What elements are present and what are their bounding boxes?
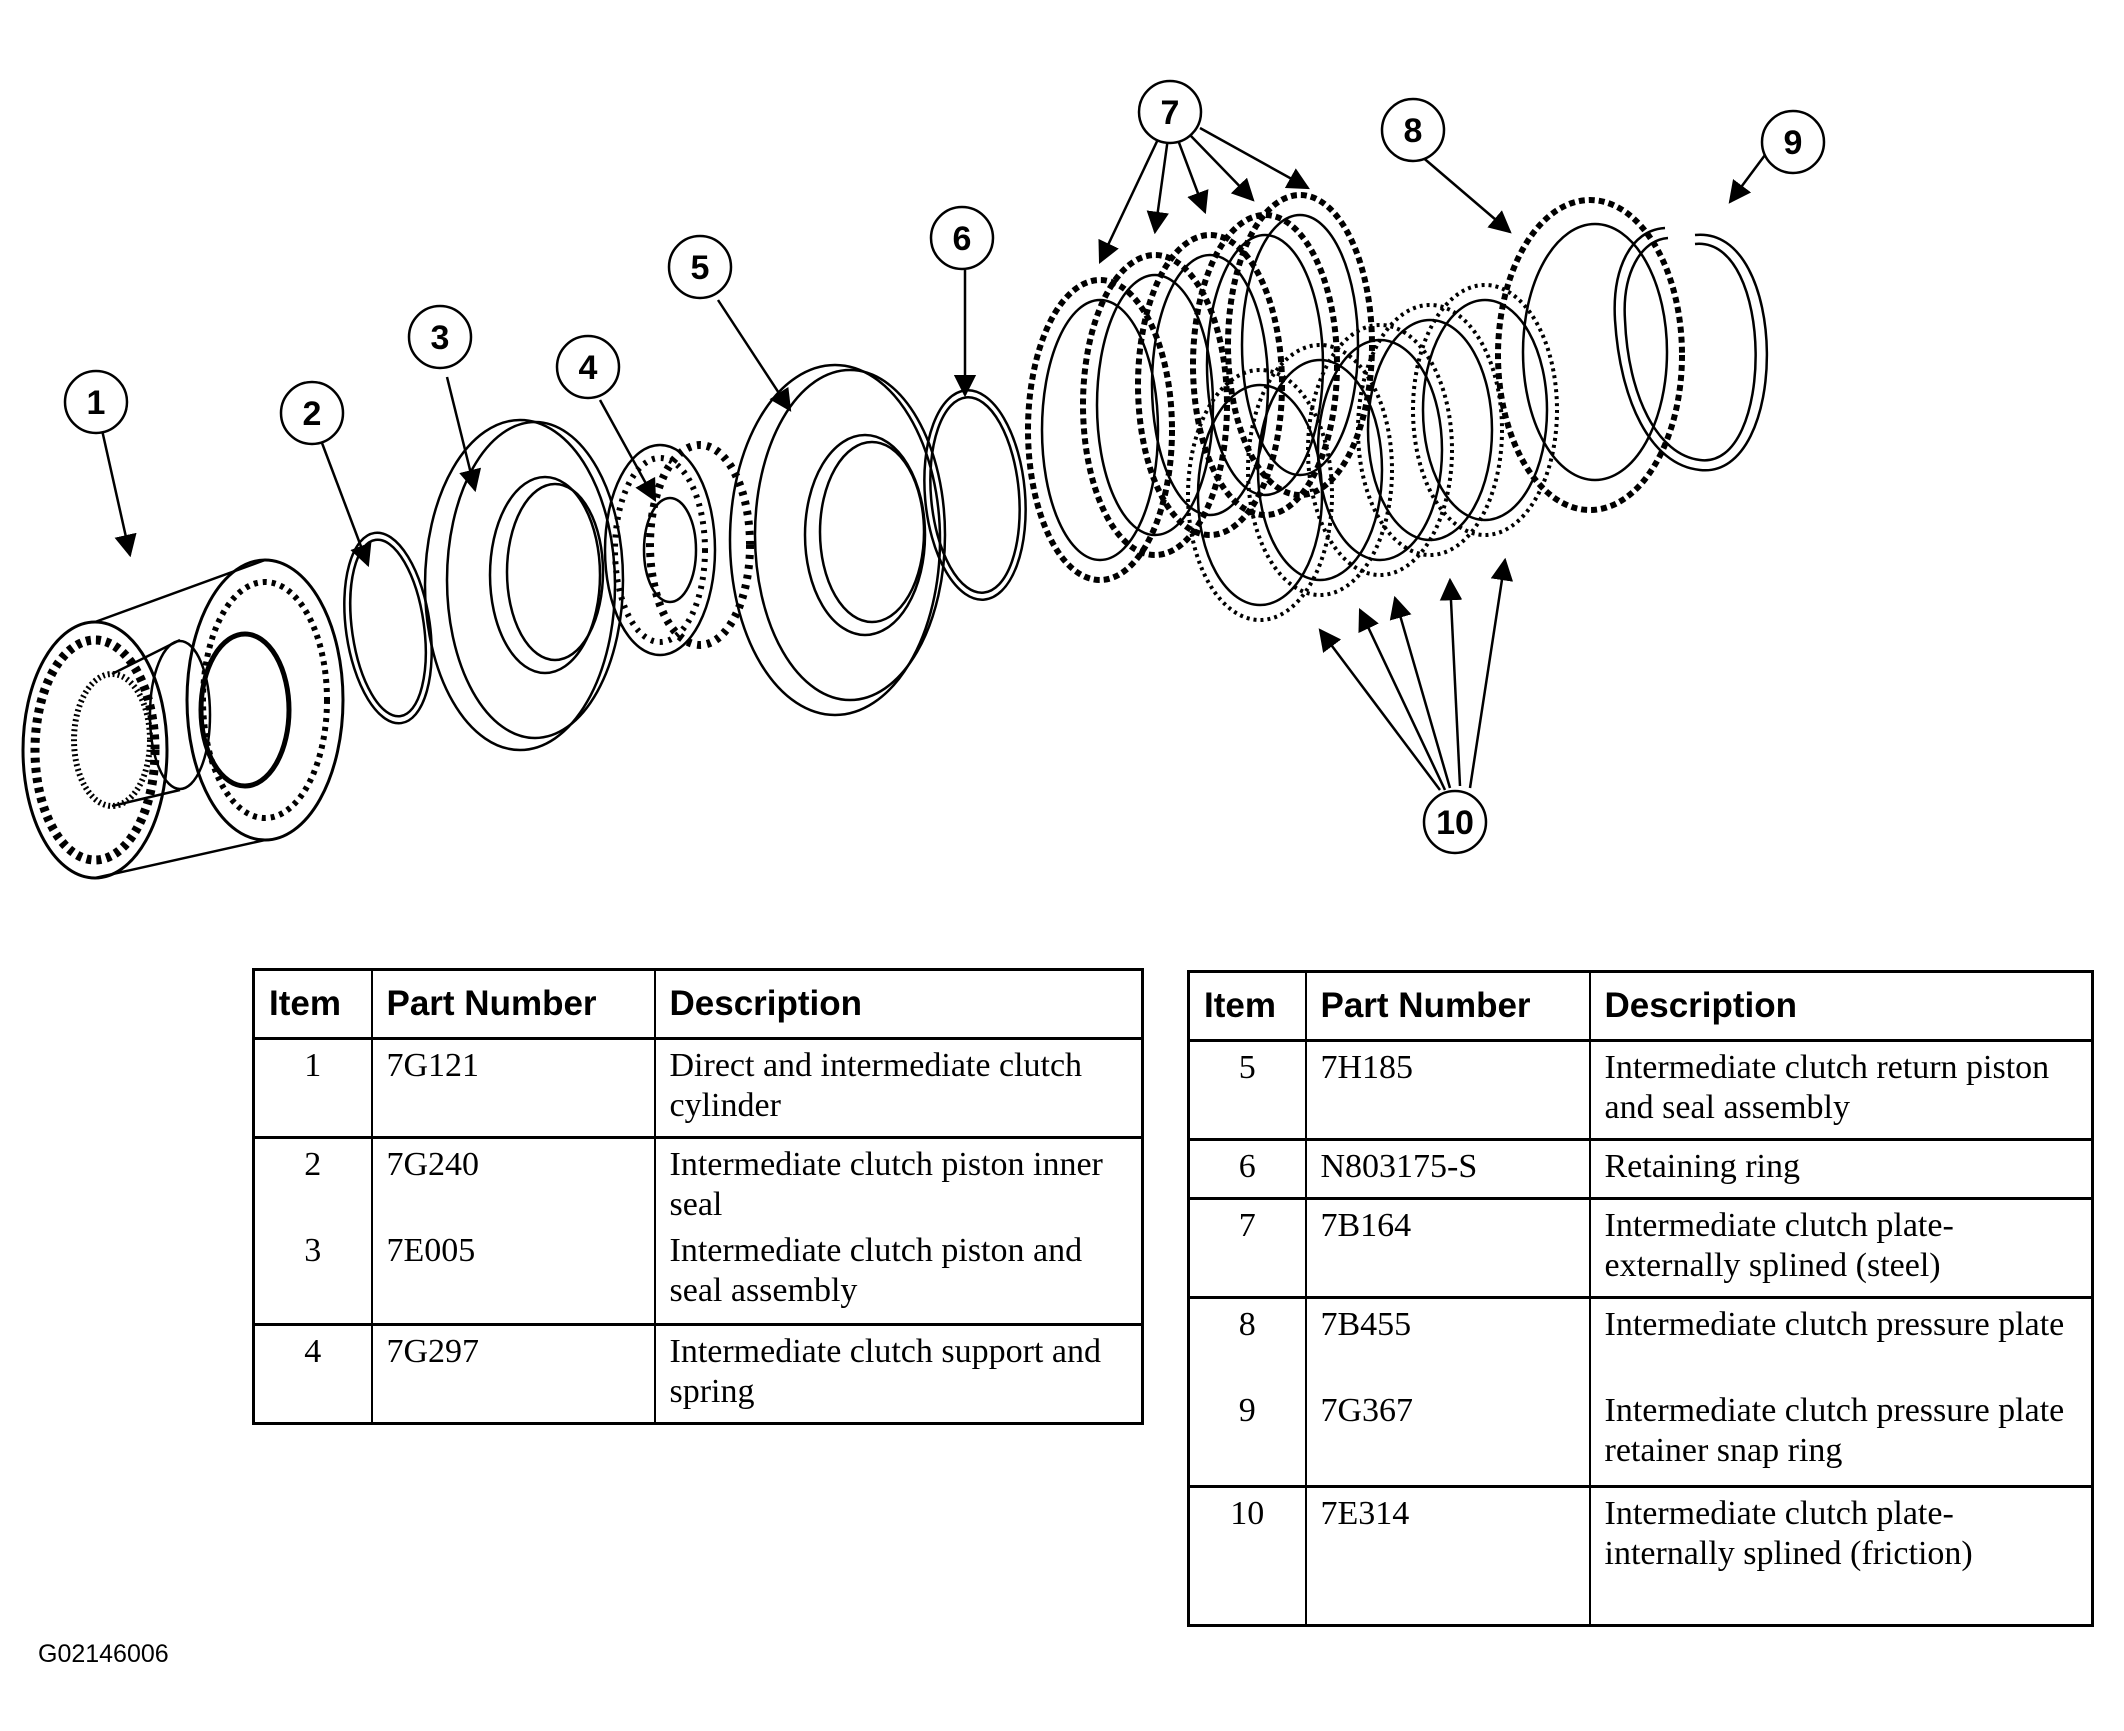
item-number: 3 [252,1231,373,1325]
item-number: 5 [1187,1039,1307,1140]
table-row: 7 7B164 Intermediate clutch plate-extern… [1187,1197,2094,1298]
part-number: 7G240 [370,1136,656,1231]
callout-10: 10 [1436,804,1474,842]
table-row: 10 7E314 Intermediate clutch plate-inter… [1187,1485,2094,1626]
part-description: Intermediate clutch support and spring [653,1323,1144,1424]
part-description: Intermediate clutch piston and seal asse… [653,1231,1144,1325]
parts-table-right: Item Part Number Description 5 7H185 Int… [1187,970,2094,1627]
item-number: 8 [1187,1296,1307,1391]
table-row: 9 7G367 Intermediate clutch pressure pla… [1187,1391,2094,1487]
clutch-piston-drawing [423,418,625,752]
figure-id: G02146006 [38,1640,169,1668]
callout-8: 8 [1404,112,1423,150]
table-row: 4 7G297 Intermediate clutch support and … [252,1323,1144,1424]
header-part-number: Part Number [1304,970,1591,1042]
piston-inner-seal-drawing [343,531,433,725]
clutch-support-spring-drawing [603,441,754,657]
part-description: Retaining ring [1588,1138,2094,1199]
callout-2: 2 [303,395,322,433]
retaining-ring-drawing [923,389,1027,601]
table-header-row: Item Part Number Description [1187,970,2094,1042]
item-number: 1 [252,1037,373,1138]
callout-4: 4 [579,349,598,387]
table-row: 5 7H185 Intermediate clutch return pisto… [1187,1039,2094,1140]
header-description: Description [653,968,1144,1040]
exploded-view-diagram: 1 2 3 4 5 6 7 8 9 10 [21,79,1826,880]
item-number: 9 [1187,1391,1307,1487]
callout-9: 9 [1784,124,1803,162]
part-description: Intermediate clutch pressure plate retai… [1588,1391,2094,1487]
item-number: 7 [1187,1197,1307,1298]
item-number: 6 [1187,1138,1307,1199]
table-row: 8 7B455 Intermediate clutch pressure pla… [1187,1296,2094,1391]
part-number: 7B164 [1304,1197,1591,1298]
table-header-row: Item Part Number Description [252,968,1144,1040]
part-description: Intermediate clutch piston inner seal [653,1136,1144,1231]
table-row: 6 N803175-S Retaining ring [1187,1138,2094,1199]
table-row: 1 7G121 Direct and intermediate clutch c… [252,1037,1144,1138]
part-number: 7G121 [370,1037,656,1138]
part-number: 7H185 [1304,1039,1591,1140]
pressure-plate-drawing [1495,197,1685,513]
part-number: 7G297 [370,1323,656,1424]
part-number: 7B455 [1304,1296,1591,1391]
header-part-number: Part Number [370,968,656,1040]
table-row: 2 7G240 Intermediate clutch piston inner… [252,1136,1144,1231]
part-number: 7G367 [1304,1391,1591,1487]
clutch-pack-drawing [1025,192,1559,622]
part-description: Intermediate clutch return piston and se… [1588,1039,2094,1140]
clutch-cylinder-drawing [21,558,345,880]
callout-5: 5 [691,249,710,287]
part-description: Intermediate clutch pressure plate [1588,1296,2094,1391]
parts-table-left: Item Part Number Description 1 7G121 Dir… [252,968,1144,1425]
callout-1: 1 [87,384,106,422]
part-number: 7E005 [370,1231,656,1325]
callout-7: 7 [1161,94,1180,132]
return-piston-drawing [728,363,947,717]
header-item: Item [1187,970,1307,1042]
item-number: 10 [1187,1485,1307,1626]
callout-6: 6 [953,220,972,258]
table-row: 3 7E005 Intermediate clutch piston and s… [252,1231,1144,1325]
part-number: 7E314 [1304,1485,1591,1626]
part-number: N803175-S [1304,1138,1591,1199]
item-number: 2 [252,1136,373,1231]
callout-3: 3 [431,319,450,357]
part-description: Direct and intermediate clutch cylinder [653,1037,1144,1138]
snap-ring-drawing [1613,226,1769,472]
part-description: Intermediate clutch plate-externally spl… [1588,1197,2094,1298]
header-item: Item [252,968,373,1040]
part-description: Intermediate clutch plate-internally spl… [1588,1485,2094,1626]
header-description: Description [1588,970,2094,1042]
item-number: 4 [252,1323,373,1424]
